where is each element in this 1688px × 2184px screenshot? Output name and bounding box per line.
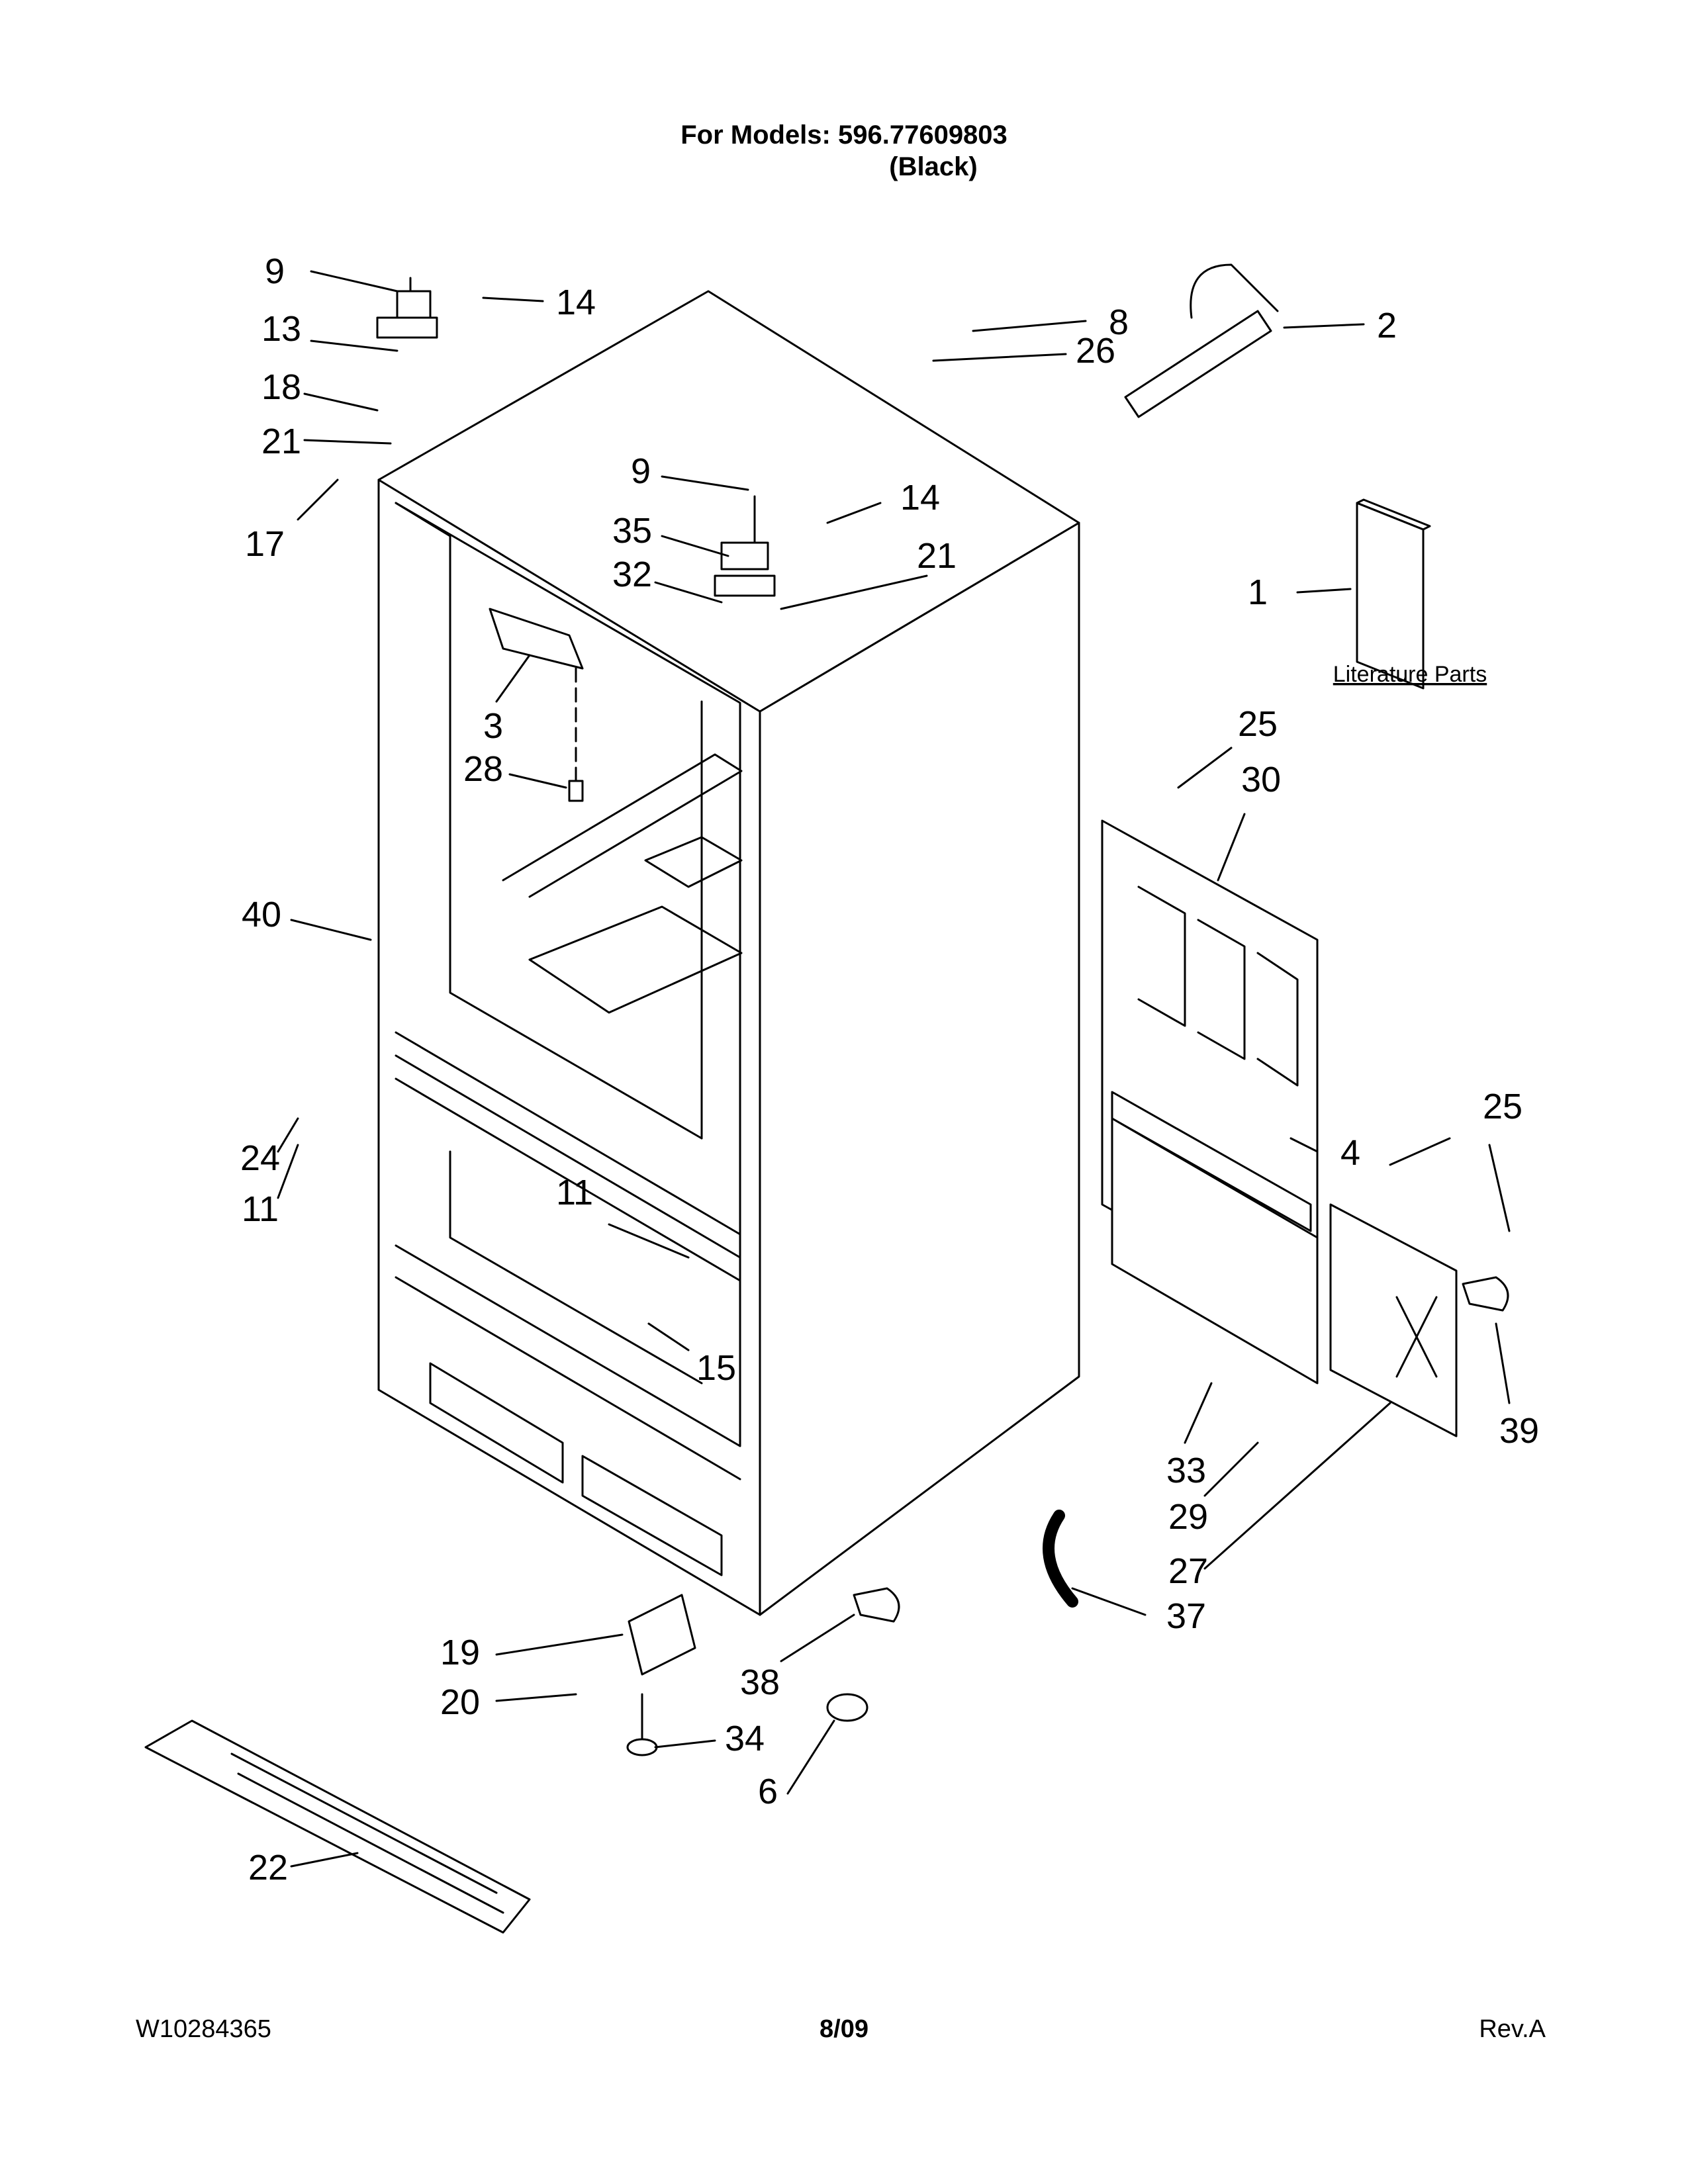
callout-label: 13 xyxy=(261,309,301,349)
drain-hose xyxy=(1043,1510,1078,1608)
hinge-hardware-top-center xyxy=(714,495,776,597)
callout-label: 11 xyxy=(242,1189,279,1229)
callout-label: 17 xyxy=(245,524,285,564)
cord-clip xyxy=(853,1587,900,1623)
model-number-title: For Models: 596.77609803 xyxy=(680,120,1008,150)
revision-date: 8/09 xyxy=(820,2015,868,2043)
cabinet-body xyxy=(377,290,1080,1616)
callout-label: 19 xyxy=(440,1633,480,1672)
callout-label: 2 xyxy=(1377,306,1397,345)
callout-label: 38 xyxy=(740,1662,780,1702)
leveling-leg xyxy=(626,1693,658,1756)
literature-booklet xyxy=(1356,498,1431,690)
toe-grille xyxy=(144,1719,531,1934)
literature-parts-label: Literature Parts xyxy=(1333,662,1487,687)
control-bracket xyxy=(1329,1203,1458,1437)
callout-label: 35 xyxy=(612,511,652,551)
insulation-strip xyxy=(1111,1091,1312,1232)
callout-label: 22 xyxy=(248,1848,288,1888)
callout-label: 20 xyxy=(440,1682,480,1722)
callout-label: 9 xyxy=(631,451,651,491)
callout-label: 24 xyxy=(240,1138,280,1178)
callout-label: 30 xyxy=(1241,760,1281,799)
diagram-header: For Models: 596.77609803 (Black) xyxy=(0,119,1688,183)
leveling-bracket xyxy=(628,1594,696,1676)
grommet xyxy=(826,1693,868,1722)
callout-label: 15 xyxy=(696,1348,736,1388)
callout-label: 1 xyxy=(1248,572,1268,612)
callout-label: 3 xyxy=(483,706,503,746)
callout-label: 39 xyxy=(1499,1411,1539,1451)
callout-label: 9 xyxy=(265,251,285,291)
callout-label: 34 xyxy=(725,1719,765,1758)
callout-label: 33 xyxy=(1166,1451,1206,1490)
callout-labels: 9 14 8 2 13 26 18 21 17 9 14 35 21 32 1 … xyxy=(240,251,1539,1888)
callout-label: 8 xyxy=(1109,302,1129,342)
vent-bracket xyxy=(489,608,584,802)
callout-leader-lines xyxy=(277,270,1511,1868)
callout-label: 21 xyxy=(917,536,957,576)
callout-label: 28 xyxy=(463,749,503,789)
revision-label: Rev.A xyxy=(1479,2015,1546,2043)
callout-label: 26 xyxy=(1076,331,1115,371)
document-number: W10284365 xyxy=(136,2015,271,2043)
callout-label: 4 xyxy=(1340,1133,1360,1173)
tube-clip xyxy=(1462,1276,1509,1312)
callout-label: 14 xyxy=(900,478,940,518)
callout-label: 25 xyxy=(1483,1087,1523,1126)
callout-label: 14 xyxy=(556,283,596,322)
callout-label: 32 xyxy=(612,555,652,594)
callout-label: 6 xyxy=(758,1772,778,1811)
callout-label: 40 xyxy=(242,895,281,934)
hinge-hardware-top-left xyxy=(376,277,438,339)
drain-tube xyxy=(1124,263,1279,418)
callout-label: 37 xyxy=(1166,1596,1206,1636)
callout-label: 11 xyxy=(556,1173,593,1212)
callout-label: 18 xyxy=(261,367,301,407)
machine-compartment-panel xyxy=(1111,1117,1319,1385)
callout-label: 21 xyxy=(261,422,301,461)
model-color: (Black) xyxy=(889,152,978,181)
callout-label: 27 xyxy=(1168,1551,1208,1591)
callout-label: 29 xyxy=(1168,1497,1208,1537)
callout-label: 25 xyxy=(1238,704,1278,744)
